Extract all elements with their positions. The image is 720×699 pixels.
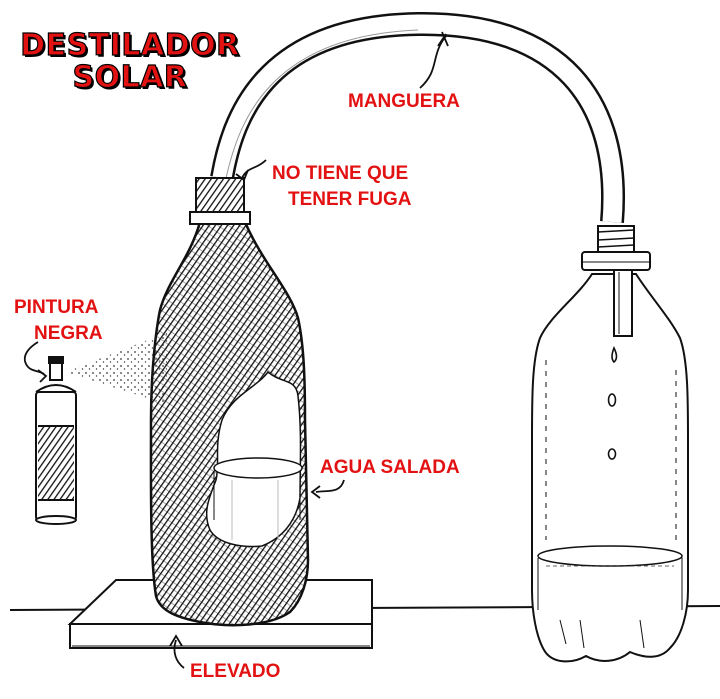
hose — [210, 11, 625, 223]
title-line-2: SOLAR — [72, 60, 188, 95]
black-bottle-cap — [189, 177, 251, 225]
black-bottle — [149, 220, 310, 627]
spray-mist — [66, 332, 168, 404]
label-paint-line-2: NEGRA — [34, 323, 103, 344]
label-no-leak-line-2: TENER FUGA — [288, 189, 412, 210]
clear-bottle — [531, 225, 689, 663]
title-line-1: DESTILADOR — [20, 28, 240, 63]
label-hose: MANGUERA — [348, 91, 460, 112]
label-paint-line-1: PINTURA — [14, 297, 99, 318]
label-salt-water: AGUA SALADA — [320, 457, 460, 478]
pointer-arrows — [23, 31, 449, 669]
label-raised: ELEVADO — [190, 661, 281, 682]
label-no-leak-line-1: NO TIENE QUE — [272, 163, 409, 184]
spray-can — [35, 356, 77, 525]
